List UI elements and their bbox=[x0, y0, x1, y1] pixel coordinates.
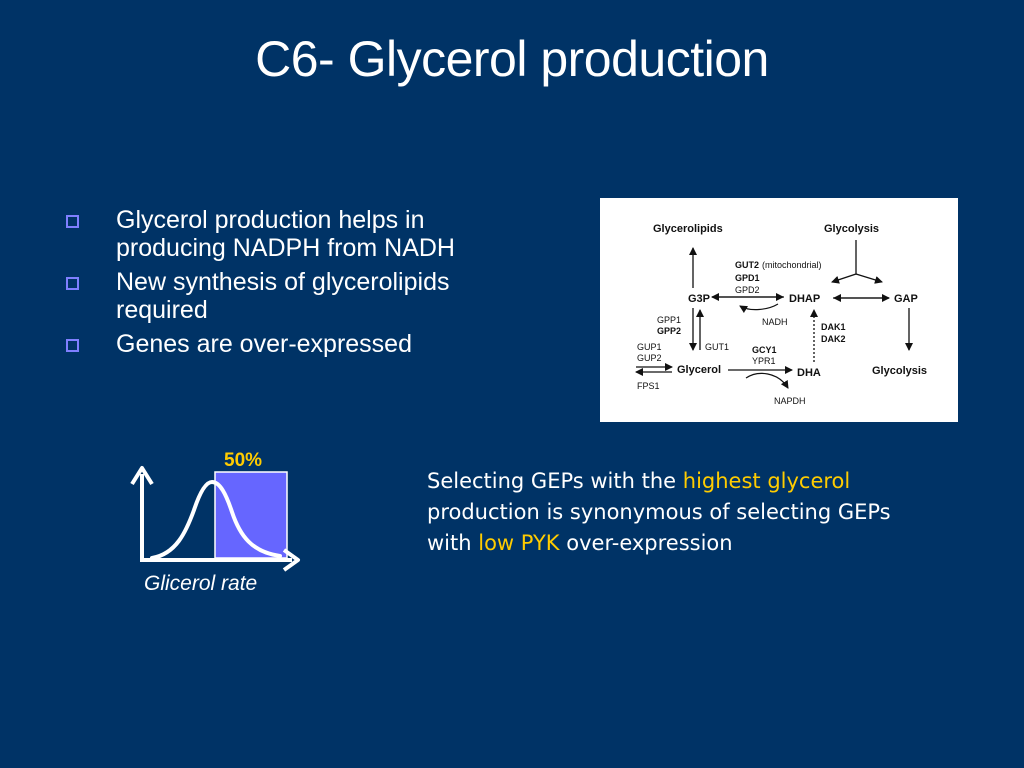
node-dha: DHA bbox=[797, 367, 821, 379]
gene-gut2: GUT2 bbox=[735, 260, 759, 270]
bullet-text: Genes are over-expressed bbox=[116, 330, 412, 358]
percent-label: 50% bbox=[224, 450, 262, 471]
slide-title: C6- Glycerol production bbox=[255, 31, 769, 87]
glycerol-pathway-diagram: Glycerolipids Glycolysis GUT2(mitochondr… bbox=[600, 198, 958, 422]
pathway-svg: Glycerolipids Glycolysis GUT2(mitochondr… bbox=[635, 223, 927, 406]
cofactor-nadh: NADH bbox=[762, 317, 788, 327]
gene-gpd1: GPD1 bbox=[735, 273, 760, 283]
node-g3p: G3P bbox=[688, 293, 710, 305]
axis-label: Glicerol rate bbox=[144, 572, 257, 595]
x-axis-arrow-icon bbox=[282, 548, 300, 572]
gene-gup1: GUP1 bbox=[637, 342, 662, 352]
highlight-highest-glycerol: highest glycerol bbox=[682, 469, 851, 493]
statement-part-1: Selecting GEPs with the bbox=[427, 469, 683, 493]
arrow-glycolysis-to-gap bbox=[855, 273, 883, 284]
curve-nadh-arrow bbox=[739, 303, 779, 314]
square-bullet-icon bbox=[66, 215, 79, 228]
gene-gut2-line: GUT2(mitochondrial) bbox=[735, 260, 822, 270]
square-bullet-icon bbox=[66, 277, 79, 290]
statement-part-2: production is synonymous of selecting GE… bbox=[427, 500, 891, 555]
bullet-text: Glycerol production helps in producing N… bbox=[116, 206, 455, 262]
gene-dak1: DAK1 bbox=[821, 322, 846, 332]
bullet-item: New synthesis of glycerolipids required bbox=[62, 268, 532, 324]
gene-gcy1: GCY1 bbox=[752, 345, 777, 355]
gene-gpp1: GPP1 bbox=[657, 315, 681, 325]
bullet-text: New synthesis of glycerolipids required bbox=[116, 268, 450, 324]
gene-dak2: DAK2 bbox=[821, 334, 846, 344]
distribution-curve bbox=[150, 479, 282, 560]
node-glycerol: Glycerol bbox=[677, 364, 721, 376]
node-glycolysis-top: Glycolysis bbox=[824, 223, 879, 235]
square-bullet-icon bbox=[66, 339, 79, 352]
y-axis-arrow-icon bbox=[130, 466, 154, 486]
node-gap: GAP bbox=[894, 293, 918, 305]
arrow-glycolysis-to-dhap bbox=[831, 240, 857, 284]
node-glycolysis-bottom: Glycolysis bbox=[872, 365, 927, 377]
glycerol-rate-graph: 50% Glicerol rate bbox=[120, 440, 320, 600]
highlight-low-pyk: low PYK bbox=[478, 531, 560, 555]
transporter-fps1: FPS1 bbox=[637, 381, 660, 391]
curve-napdh-arrow bbox=[745, 372, 789, 389]
gene-ypr1: YPR1 bbox=[752, 356, 776, 366]
distribution-svg: 50% Glicerol rate bbox=[130, 450, 300, 595]
node-glycerolipids: Glycerolipids bbox=[653, 223, 723, 235]
cofactor-napdh: NAPDH bbox=[774, 396, 806, 406]
selection-statement: Selecting GEPs with the highest glycerol… bbox=[427, 466, 927, 559]
node-dhap: DHAP bbox=[789, 293, 820, 305]
label-mitochondrial: (mitochondrial) bbox=[762, 260, 822, 270]
bullet-item: Genes are over-expressed bbox=[62, 330, 532, 358]
gene-gup2: GUP2 bbox=[637, 353, 662, 363]
gene-gut1: GUT1 bbox=[705, 342, 729, 352]
bullet-list: Glycerol production helps in producing N… bbox=[62, 206, 532, 364]
gene-gpd2: GPD2 bbox=[735, 285, 760, 295]
statement-part-3: over-expression bbox=[559, 531, 733, 555]
gene-gpp2: GPP2 bbox=[657, 326, 681, 336]
bullet-item: Glycerol production helps in producing N… bbox=[62, 206, 532, 262]
